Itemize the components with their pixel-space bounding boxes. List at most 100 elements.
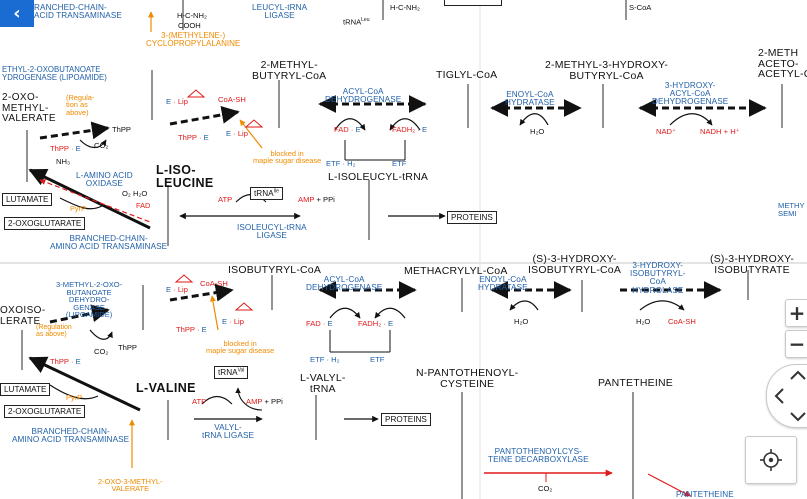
box-glutamate-val[interactable]: LUTAMATE [0,383,51,397]
compound-s-hydroxy-isobutyrate: (S)-3-HYDROXY-ISOBUTYRATE [710,253,795,276]
compound-oxo-methylvalerate: 2-OXO-METHYL-VALERATE [2,92,56,124]
cofactor-lip-val-1: E · Lip [166,285,188,294]
cofactor-fadh2-top: FADH₂ · E [392,125,428,134]
arrow-oxo-to-methylbutyryl [169,105,240,126]
box-glutamate-top[interactable]: LUTAMATE [2,193,53,207]
cofactor-lip-top-1: E · Lip [166,97,188,106]
structure-stubs [21,0,783,499]
cofactor-thpp-val: ThPP · E [50,357,81,366]
cofactor-h2o-val: H₂O [514,317,529,326]
lipoamide-ring-icon [186,89,206,98]
chem-trna-leu: tRNALeu [343,17,370,27]
arrow-oxoisovalerate-decarb [49,304,110,324]
cofactor-etf-val: ETF [370,355,385,364]
cofactor-thpp-structure-val: ThPP [118,343,137,352]
arrow-to-pantetheine [647,473,691,497]
enzyme-branched-chain-transaminase-top: BRANCHED-CHAIN-AMINO ACID TRANSAMINASE [50,234,168,252]
compound-l-valine: L-VALINE [136,381,196,395]
maple-block-arrow-top [239,119,263,149]
compound-n-pantothenoyl-cysteine: N-PANTOTHENOYL-CYSTEINE [416,367,519,390]
cofactor-coa-sh-val: CoA-SH [200,279,228,288]
link-pantetheine[interactable]: PANTETHEINE [676,490,734,499]
crosshair-icon [760,449,782,471]
loop-fadh2-val [374,307,406,319]
cofactor-amp-val: AMP + PPi [246,397,283,406]
cofactor-thpp-top: ThPP · E [50,144,81,153]
label-oxo-methylvalerate-bottom: 2-OXO-3-METHYL-VALERATE [98,477,163,494]
minus-icon: − [788,332,806,356]
cofactor-h2o-val-2: H₂O [636,317,651,326]
loop-h2o-top [519,113,549,126]
arrow-oxo-methylvalerate-decarb [39,121,110,140]
cofactor-etf-top: ETF [392,159,407,168]
cofactor-etf-h2-val: ETF · H₂ [310,355,340,364]
loop-fad [334,118,366,131]
compound-methyl-hydroxy-butyryl-coa: 2-METHYL-3-HYDROXY-BUTYRYL-CoA [545,59,669,82]
cofactor-lip-top-2: E · Lip [226,129,248,138]
chem-h-c-nh2: H-C-NH₂ [177,11,207,20]
box-oxoglutarate-top[interactable]: 2-OXOGLUTARATE [4,217,86,231]
cofactor-fad-oxidase: FAD [136,201,151,210]
loop-glutamate-top [59,197,103,210]
chevron-left-icon: ‹ [13,3,21,24]
cofactor-co2-val: CO₂ [94,347,109,356]
cofactor-fad-val: FAD · E [306,319,333,328]
loop-fadh2 [389,118,421,131]
pan-control[interactable] [766,364,807,428]
etf-cycle-top [344,140,406,161]
compound-methacrylyl-coa: METHACRYLYL-CoA [404,265,508,277]
loop-co2-val [89,329,113,340]
box-trna-val[interactable]: tRNAVal [214,366,249,380]
lipoamide-ring-icon [244,119,264,128]
cofactor-nad: NAD⁺ [656,127,677,136]
locate-button[interactable] [745,436,797,484]
loop-nad [669,113,713,126]
cofactor-lip-val-2: E · Lip [222,317,244,326]
chem-h-c-nh2-leu: H-C-NH₂ [390,3,420,12]
compound-methylbutyryl-coa: 2-METHYL-BUTYRYL-CoA [252,59,327,82]
cofactor-thpp-top-2: ThPP · E [178,133,209,142]
top-strip-box [444,0,502,6]
box-proteins-val[interactable]: PROTEINS [381,413,431,427]
arrow-valine-transamination [28,356,141,412]
loop-atp-val [201,395,233,405]
cofactor-atp-top: ATP [218,195,233,204]
cofactor-nadh: NADH + H⁺ [700,127,740,136]
cofactor-amp-top: AMP + PPi [298,195,335,204]
cofactor-atp-val: ATP [192,397,207,406]
loop-fad-val [329,307,361,319]
zoom-in-button[interactable]: + [785,299,807,327]
cofactor-fad-top: FAD · E [334,125,361,134]
cofactor-co2-top: CO₂ [94,141,109,150]
box-proteins-top[interactable]: PROTEINS [447,211,497,225]
box-trna-ile[interactable]: tRNAIle [250,187,283,201]
maple-block-arrow-val [209,295,219,331]
cofactor-pyrp-top: PyrP [70,204,87,213]
compound-l-isoleucyl-trna: L-ISOLEUCYL-tRNA [328,171,429,183]
chem-cooh: COOH [178,21,201,30]
enzyme-branched-chain-transaminase-val: BRANCHED-CHAIN-AMINO ACID TRANSAMINASE [12,427,130,445]
lipoamide-ring-icon [174,274,194,283]
cofactor-co2-decarboxylase: CO₂ [538,484,553,493]
box-oxoglutarate-val[interactable]: 2-OXOGLUTARATE [4,405,86,419]
loop-h2o-val [509,300,539,311]
back-button[interactable]: ‹ [0,0,34,27]
zoom-out-button[interactable]: − [785,330,807,358]
cofactor-o2-h2o: O₂ H₂O [122,189,148,198]
cofactor-coa-sh-val-2: CoA-SH [668,317,696,326]
